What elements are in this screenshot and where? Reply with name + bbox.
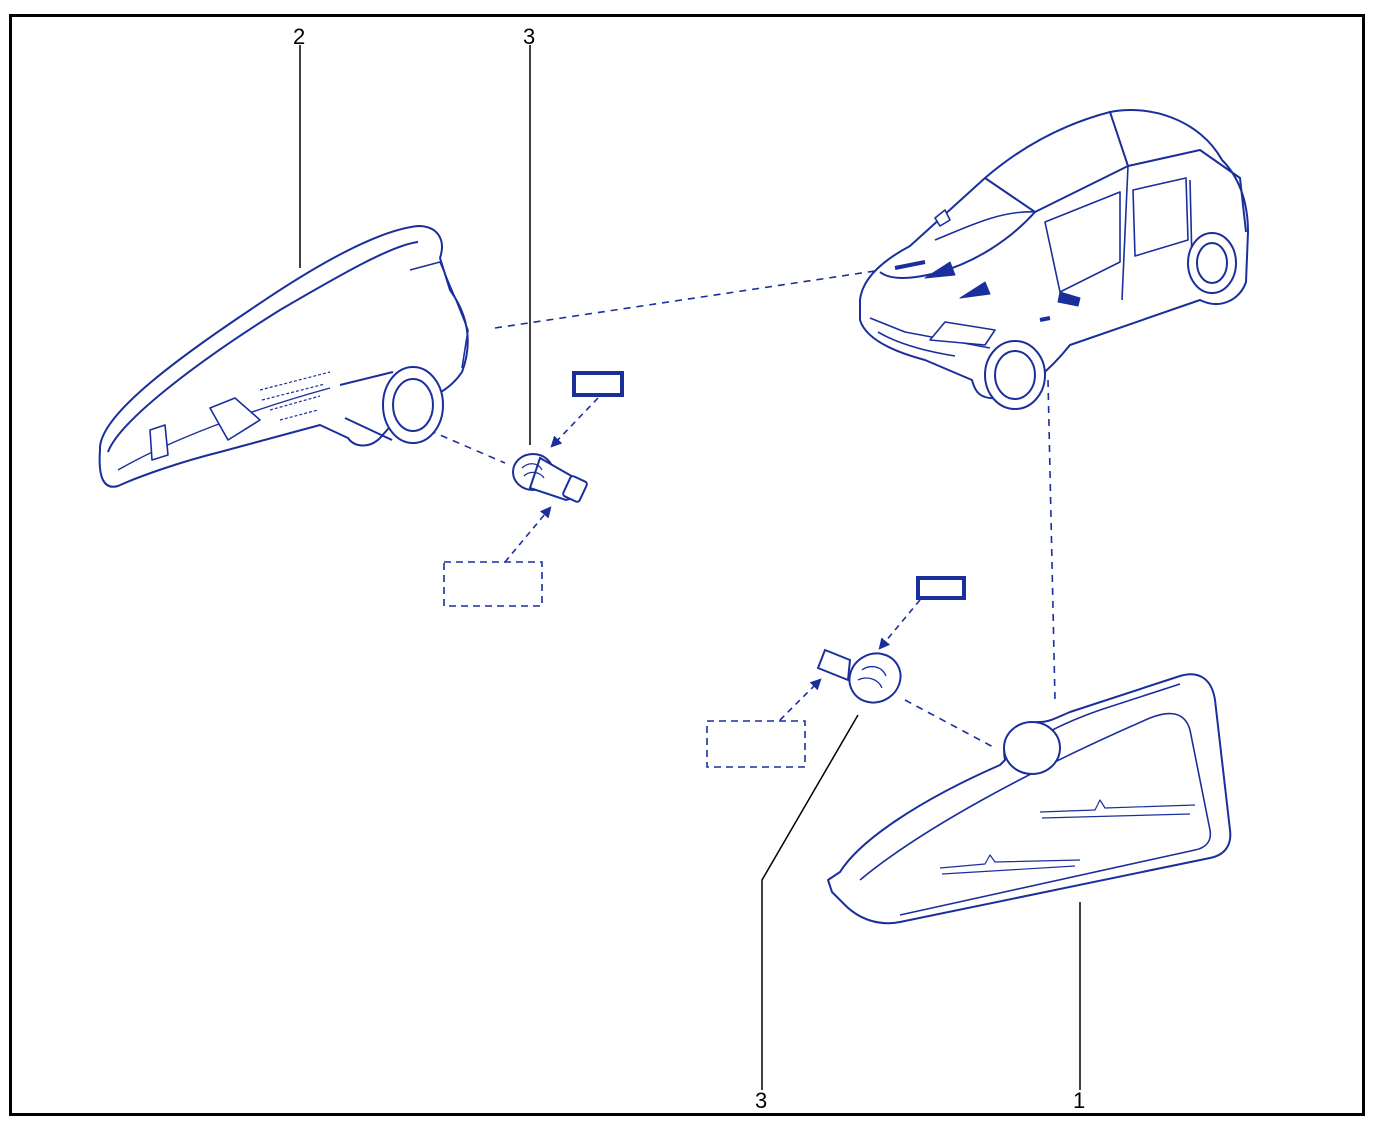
mirror-housing-part-2 (98, 225, 469, 488)
callout-3-top: 3 (523, 24, 536, 49)
callout-1: 1 (1073, 1088, 1086, 1113)
assembly-line-bulb-to-repeater (904, 699, 996, 749)
callout-3-bottom: 3 (755, 1088, 768, 1113)
callout-2: 2 (293, 24, 306, 49)
bulb-spec-box-bottom (916, 576, 966, 600)
car-illustration (859, 109, 1249, 410)
leader-lines (299, 45, 1081, 1090)
reference-box-bottom (706, 720, 806, 768)
assembly-line-car-to-repeater (1047, 379, 1056, 701)
leader-line-3-bottom (761, 714, 859, 1090)
side-repeater-part-1 (827, 673, 1232, 925)
bulb-bottom-arrows (779, 599, 921, 721)
bulb-bottom (816, 648, 902, 704)
assembly-line-housing-to-car (494, 267, 896, 329)
reference-box-top (443, 561, 543, 607)
bulb-top (512, 453, 588, 503)
bulb-spec-box-top (572, 371, 624, 397)
bulb-top-arrows (504, 397, 599, 563)
